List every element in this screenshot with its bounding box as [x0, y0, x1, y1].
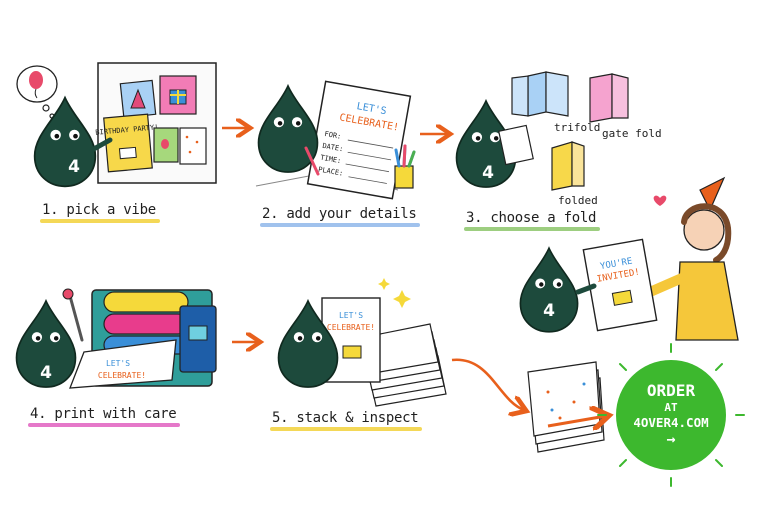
form-field-for: FOR:: [324, 130, 342, 141]
arrow-right-icon: →: [666, 430, 676, 449]
cta-burst: [597, 343, 745, 487]
step-5-illustration: LET'S CELEBRATE!: [277, 278, 447, 407]
form-field-date: DATE:: [322, 142, 344, 154]
roller-magenta: [103, 313, 189, 335]
printed-sheet: [69, 339, 177, 389]
sheet-text-lets: LET'S: [106, 359, 130, 368]
mascot-number: 4: [543, 301, 555, 321]
folded-sample: [551, 141, 573, 191]
arrow-to-order: [547, 416, 606, 426]
step-4-label: 4. print with care: [28, 406, 181, 427]
step-3-label: 3. choose a fold: [464, 210, 601, 231]
cake-icon: [611, 289, 633, 306]
pen-icon: [304, 146, 320, 176]
arrow-step-5-to-finish: [451, 358, 524, 410]
mascot-number: 4: [482, 163, 494, 183]
delivery-illustration: YOU'RE INVITED! 4: [519, 176, 739, 341]
birthday-card: [103, 113, 153, 173]
step-1-illustration: BIRTHDAY PARTY! 4: [16, 62, 217, 188]
gate-fold-sample: [589, 73, 613, 123]
mascot-number: 4: [40, 363, 52, 383]
cta-line-at: AT: [664, 400, 678, 414]
roller-yellow: [103, 291, 189, 313]
step-3-illustration: trifold gate fold folded 4: [455, 71, 662, 207]
mascot-drop: [33, 96, 97, 188]
sparkle-icon: [393, 290, 411, 308]
inspected-card-lets: LET'S: [339, 311, 363, 320]
trifold-sample: [527, 71, 547, 117]
inspected-card-celebrate: CELEBRATE!: [327, 323, 375, 332]
fold-label-gate-fold: gate fold: [602, 127, 662, 140]
step-5-label: 5. stack & inspect: [270, 410, 423, 431]
balloon-icon: [29, 71, 43, 89]
person-face: [683, 209, 725, 251]
pencil-cup: [394, 165, 414, 189]
form-field-time: TIME:: [320, 154, 342, 166]
mascot-number: 4: [68, 157, 80, 177]
sheet-text-celebrate: CELEBRATE!: [98, 371, 146, 380]
step-2-illustration: LET'S CELEBRATE! FOR: DATE: TIME: PLACE:: [255, 80, 416, 200]
cta-line-order: ORDER: [646, 380, 696, 400]
form-heading-lets: LET'S: [356, 101, 388, 117]
cta-line-site: 4OVER4.COM: [633, 414, 709, 430]
press-screen: [188, 325, 208, 341]
person-body: [675, 261, 739, 341]
mascot-drop: [257, 85, 319, 173]
party-hat-icon: [699, 176, 726, 212]
party-hat-icon: [130, 88, 146, 109]
heart-icon: [653, 195, 667, 206]
cake-icon: [342, 345, 362, 359]
fold-label-trifold: trifold: [554, 121, 600, 134]
invitation-card: [582, 238, 658, 332]
order-cta-badge[interactable]: ORDER AT 4OVER4.COM →: [616, 360, 726, 470]
press-lever: [68, 294, 84, 342]
cake-icon: [118, 146, 137, 160]
step-2-label: 2. add your details: [260, 206, 421, 227]
fold-label-folded: folded: [558, 194, 598, 207]
mini-card: [498, 124, 534, 166]
step-4-illustration: LET'S CELEBRATE! 4: [15, 288, 217, 389]
step-1-label: 1. pick a vibe: [40, 202, 160, 223]
finished-stack: [527, 361, 605, 453]
